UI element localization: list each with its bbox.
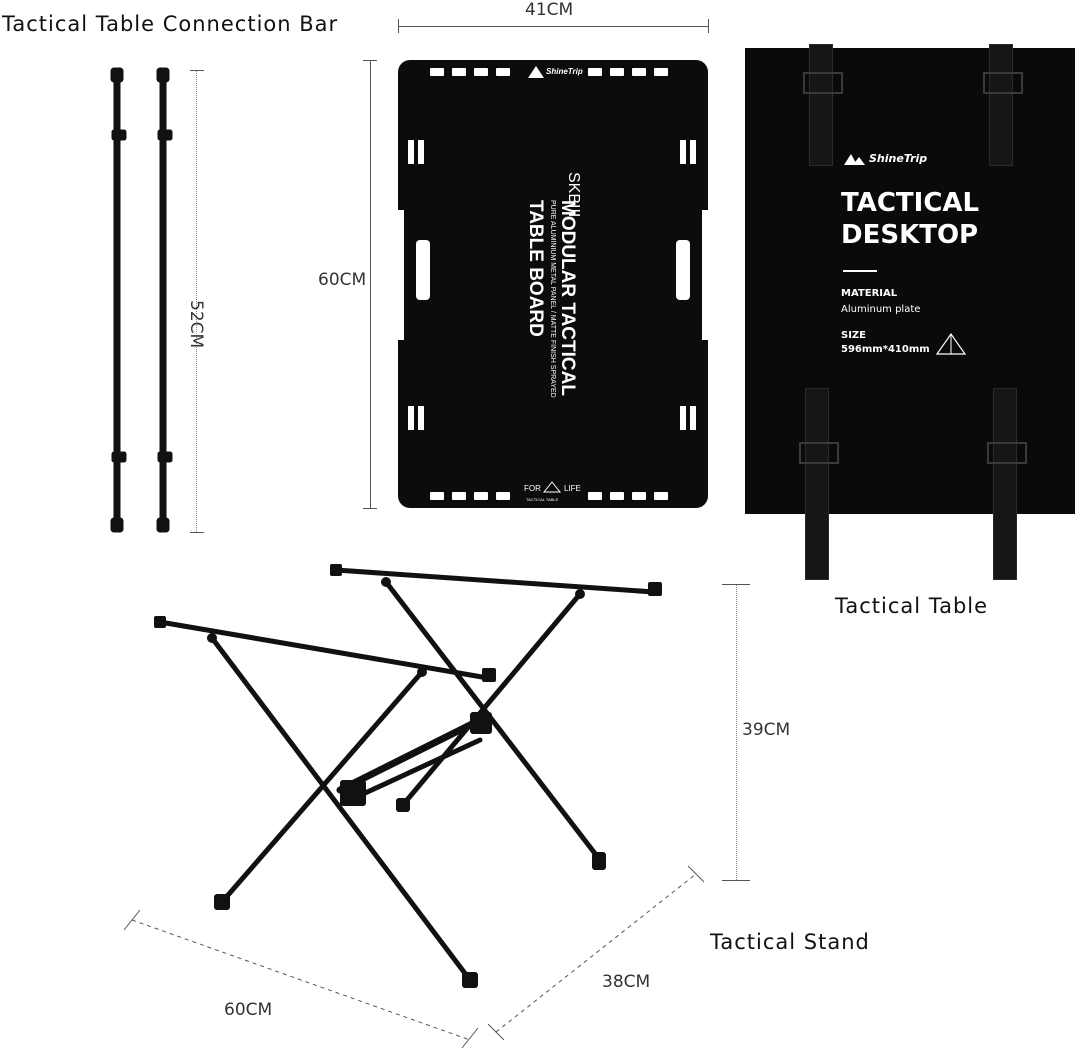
board-footer-left: FOR: [524, 484, 541, 493]
bag-strap: [805, 388, 829, 580]
board-brand: ShineTrip: [546, 67, 583, 76]
bag-size-label: SIZE: [841, 330, 867, 341]
stand-height-dimension: 39CM: [742, 720, 791, 740]
bag-strap: [993, 388, 1017, 580]
bag-title-line2: DESKTOP: [841, 220, 979, 250]
connection-bars-image: [110, 67, 173, 533]
shinetrip-logo-icon: [844, 154, 865, 165]
tactical-table-label: Tactical Table: [835, 594, 989, 618]
buckle-icon: [803, 72, 843, 94]
board-subtitle: PURE ALUMINIUM METAL PANEL / MATTE FINIS…: [549, 200, 556, 398]
bag-material-value: Aluminum plate: [841, 304, 921, 315]
bag-size-value: 596mm*410mm: [841, 344, 930, 355]
bag-brand: ShineTrip: [869, 152, 928, 165]
tactical-stand-label: Tactical Stand: [710, 930, 870, 954]
table-board-image: ShineTrip SKBIII MODULAR TACTICAL PURE A…: [398, 60, 708, 508]
bag-strap: [809, 44, 833, 166]
bag-title-line1: TACTICAL: [841, 188, 980, 218]
tent-icon: [935, 332, 967, 355]
tent-icon: [542, 481, 562, 493]
buckle-icon: [987, 442, 1027, 464]
connection-bar-label: Tactical Table Connection Bar: [2, 12, 339, 36]
board-title-line1: MODULAR TACTICAL: [557, 200, 578, 396]
buckle-icon: [983, 72, 1023, 94]
tactical-stand-image: [154, 564, 662, 988]
buckle-icon: [799, 442, 839, 464]
bag-strap: [989, 44, 1013, 166]
board-footer-sub: TACTICAL TABLE: [526, 497, 559, 502]
board-title-line2: TABLE BOARD: [525, 200, 546, 337]
bar-length-dimension: 52CM: [186, 300, 206, 349]
stand-depth-dimension: 38CM: [602, 972, 651, 992]
board-height-dimension: 60CM: [318, 270, 367, 290]
bag-material-label: MATERIAL: [841, 288, 898, 299]
bag-divider: [843, 270, 877, 272]
board-width-dimension: 41CM: [525, 0, 574, 20]
board-footer-right: LIFE: [564, 484, 581, 493]
stand-width-dimension: 60CM: [224, 1000, 273, 1020]
storage-bag-image: ShineTrip TACTICAL DESKTOP MATERIAL Alum…: [745, 44, 1075, 580]
